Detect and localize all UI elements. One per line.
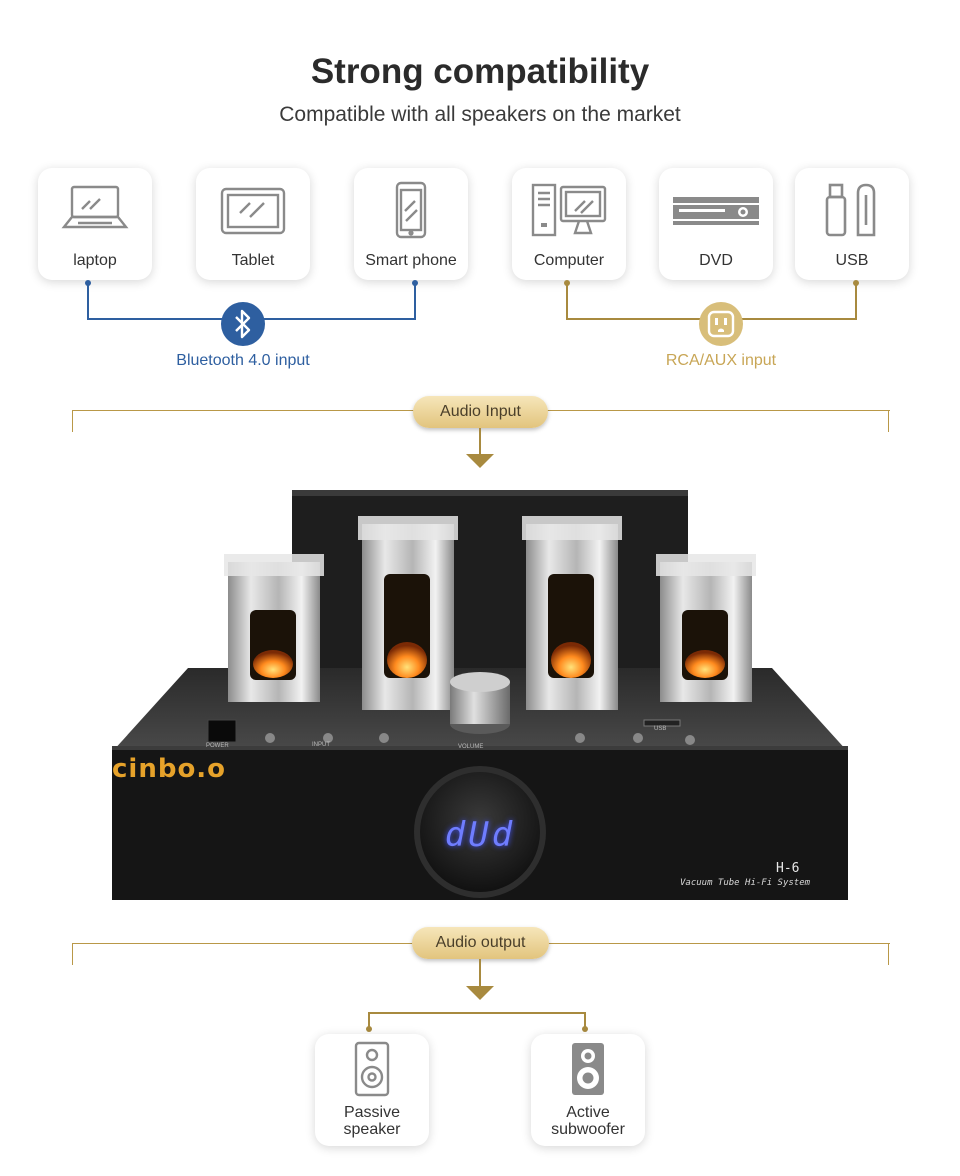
connector-dot: [85, 280, 91, 286]
connector-line: [855, 283, 857, 319]
output-label: Passive speaker: [315, 1104, 429, 1138]
device-card-computer: Computer: [512, 168, 626, 280]
page-title: Strong compatibility: [310, 52, 650, 91]
brand-logo: cinbo.o: [112, 754, 227, 784]
audio-output-pill: Audio output: [412, 927, 549, 959]
bracket-line: [888, 410, 889, 432]
connector-line: [368, 1012, 586, 1014]
product-tagline: Vacuum Tube Hi-Fi System: [680, 878, 811, 888]
usb-port-label: USB: [654, 726, 667, 732]
bracket-line: [888, 943, 889, 965]
audio-input-pill: Audio Input: [413, 396, 548, 428]
connector-line: [368, 1012, 370, 1030]
connector-dot: [582, 1026, 588, 1032]
connector-dot: [564, 280, 570, 286]
dvd-player-icon: [659, 178, 773, 244]
arrow-stem: [479, 959, 481, 987]
bluetooth-input-label: Bluetooth 4.0 input: [176, 352, 310, 369]
computer-icon: [512, 178, 626, 244]
digital-display: dUd: [444, 815, 516, 855]
tablet-icon: [196, 178, 310, 244]
rca-input-label: RCA/AUX input: [665, 352, 777, 369]
connector-line: [87, 283, 89, 319]
connector-dot: [366, 1026, 372, 1032]
model-label: H-6: [776, 861, 800, 876]
output-label: Active subwoofer: [531, 1104, 645, 1138]
connector-dot: [853, 280, 859, 286]
output-label-line1: Active: [566, 1104, 610, 1121]
device-card-tablet: Tablet: [196, 168, 310, 280]
smartphone-icon: [354, 178, 468, 244]
bluetooth-icon: [221, 302, 265, 346]
output-label-line2: speaker: [343, 1121, 401, 1138]
page-subtitle: Compatible with all speakers on the mark…: [279, 103, 681, 126]
usb-drive-icon: [795, 178, 909, 244]
passive-speaker-icon: [315, 1040, 429, 1100]
device-label: Computer: [533, 252, 605, 269]
output-label-line1: Passive: [343, 1104, 401, 1121]
connector-line: [566, 283, 568, 319]
device-card-dvd: DVD: [659, 168, 773, 280]
arrow-stem: [479, 428, 481, 456]
connector-dot: [412, 280, 418, 286]
device-label: laptop: [73, 252, 117, 269]
amplifier-image: [112, 490, 848, 900]
device-label: DVD: [699, 252, 733, 269]
device-label: Tablet: [231, 252, 275, 269]
connector-line: [584, 1012, 586, 1030]
outlet-icon: [699, 302, 743, 346]
laptop-icon: [38, 178, 152, 244]
device-label: Smart phone: [365, 252, 457, 269]
output-card-passive-speaker: Passive speaker: [315, 1034, 429, 1146]
bracket-line: [72, 410, 73, 432]
active-subwoofer-icon: [531, 1040, 645, 1100]
input-label: INPUT: [312, 742, 330, 748]
device-label: USB: [835, 252, 869, 269]
output-label-line2: subwoofer: [551, 1121, 625, 1138]
down-arrow-icon: [466, 454, 494, 468]
bracket-line: [72, 943, 73, 965]
device-card-laptop: laptop: [38, 168, 152, 280]
down-arrow-icon: [466, 986, 494, 1000]
power-label: POWER: [206, 743, 229, 749]
volume-label: VOLUME: [458, 744, 484, 750]
device-card-smartphone: Smart phone: [354, 168, 468, 280]
connector-line: [414, 283, 416, 319]
output-card-active-subwoofer: Active subwoofer: [531, 1034, 645, 1146]
device-card-usb: USB: [795, 168, 909, 280]
